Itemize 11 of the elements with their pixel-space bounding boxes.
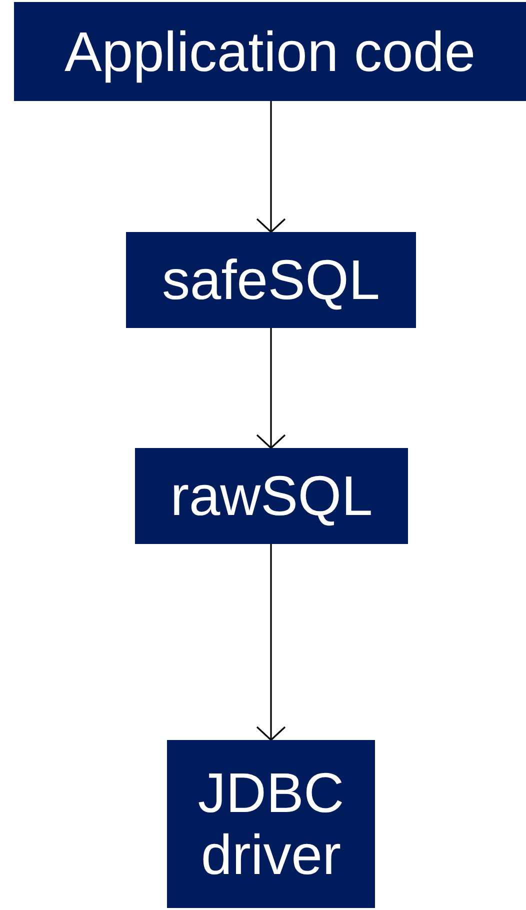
box-label: safeSQL (162, 249, 380, 311)
box-label: JDBC driver (196, 762, 346, 886)
box-label: rawSQL (170, 465, 373, 527)
process-box (126, 232, 416, 328)
process-box (167, 740, 375, 908)
box-label: Application code (64, 20, 476, 82)
arrow (256, 328, 286, 449)
process-box (135, 448, 408, 544)
process-box (14, 2, 526, 101)
arrow (256, 101, 286, 233)
arrow (256, 544, 286, 741)
